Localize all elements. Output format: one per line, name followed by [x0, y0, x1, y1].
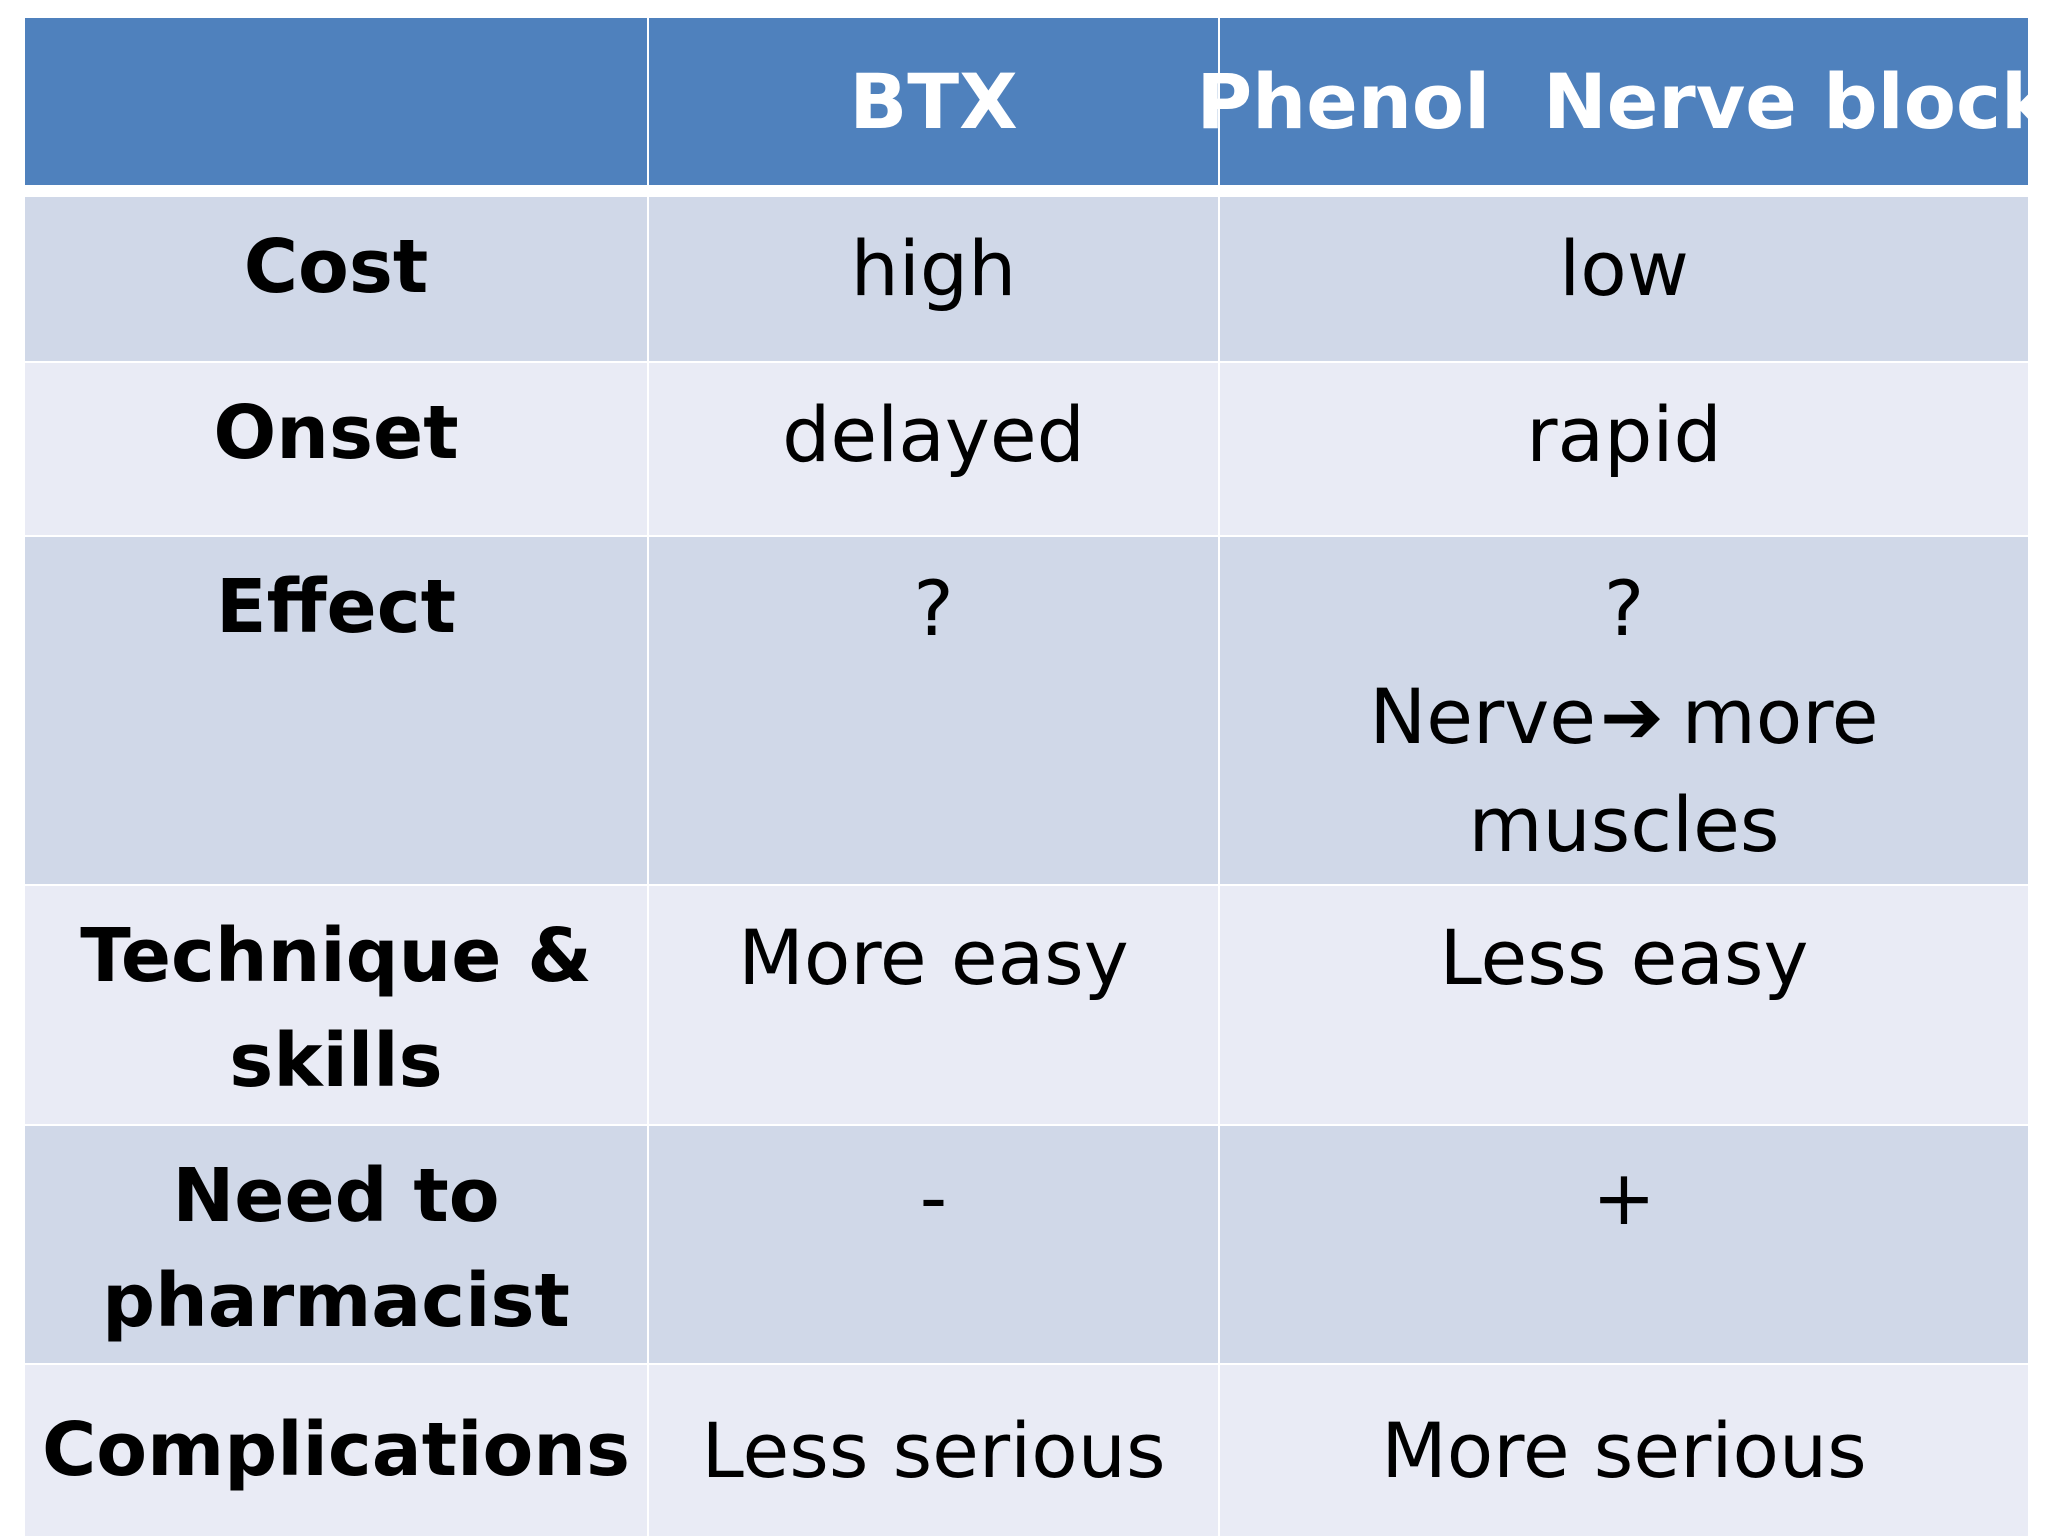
value-line: Less serious	[701, 1405, 1166, 1495]
row-label-technique: Technique & skills	[25, 886, 647, 1124]
label-line: Need to	[172, 1153, 500, 1239]
value-line: -	[919, 1153, 948, 1242]
value-line: More serious	[1381, 1405, 1867, 1495]
label-line: Complications	[41, 1406, 631, 1493]
value-line: Less easy	[1439, 913, 1809, 1002]
phenol-complications: More serious	[1220, 1365, 2028, 1536]
btx-complications: Less serious	[649, 1365, 1218, 1536]
arrow-right-icon: ➔	[1600, 671, 1664, 761]
value-line: muscles	[1468, 779, 1780, 869]
header-divider	[25, 187, 2028, 195]
header-empty	[25, 18, 647, 185]
nerve-text: Nerve	[1369, 671, 1597, 761]
label-line: Technique &	[80, 913, 592, 999]
label-line: Onset	[213, 390, 459, 476]
value-line: delayed	[782, 390, 1085, 479]
phenol-pharmacist: +	[1220, 1126, 2028, 1363]
phenol-onset: rapid	[1220, 363, 2028, 535]
label-line: Effect	[216, 564, 456, 650]
btx-effect: ?	[649, 537, 1218, 884]
btx-pharmacist: -	[649, 1126, 1218, 1363]
row-label-onset: Onset	[25, 363, 647, 535]
row-label-complications: Complications	[25, 1365, 647, 1536]
value-line: +	[1592, 1153, 1656, 1242]
value-line: rapid	[1526, 390, 1722, 479]
value-line: low	[1559, 224, 1689, 313]
phenol-cost: low	[1220, 197, 2028, 361]
label-line: Cost	[243, 224, 429, 310]
label-line: skills	[229, 1018, 443, 1105]
value-line: ?	[1603, 564, 1645, 653]
label-line: pharmacist	[102, 1258, 570, 1345]
header-btx: BTX	[649, 18, 1218, 185]
comparison-table: BTX Phenol Nerve block Cost high low Ons…	[25, 18, 2048, 1536]
phenol-technique: Less easy	[1220, 886, 2028, 1124]
value-line: high	[850, 224, 1017, 313]
value-line: Nerve➔more	[1369, 663, 1878, 771]
btx-onset: delayed	[649, 363, 1218, 535]
row-label-cost: Cost	[25, 197, 647, 361]
row-label-pharmacist: Need to pharmacist	[25, 1126, 647, 1363]
phenol-effect: ? Nerve➔more muscles	[1220, 537, 2028, 884]
more-text: more	[1681, 671, 1879, 761]
value-line: More easy	[738, 913, 1129, 1002]
value-line: ?	[913, 564, 954, 653]
btx-cost: high	[649, 197, 1218, 361]
row-label-effect: Effect	[25, 537, 647, 884]
header-phenol: Phenol Nerve block	[1196, 18, 2048, 185]
btx-technique: More easy	[649, 886, 1218, 1124]
